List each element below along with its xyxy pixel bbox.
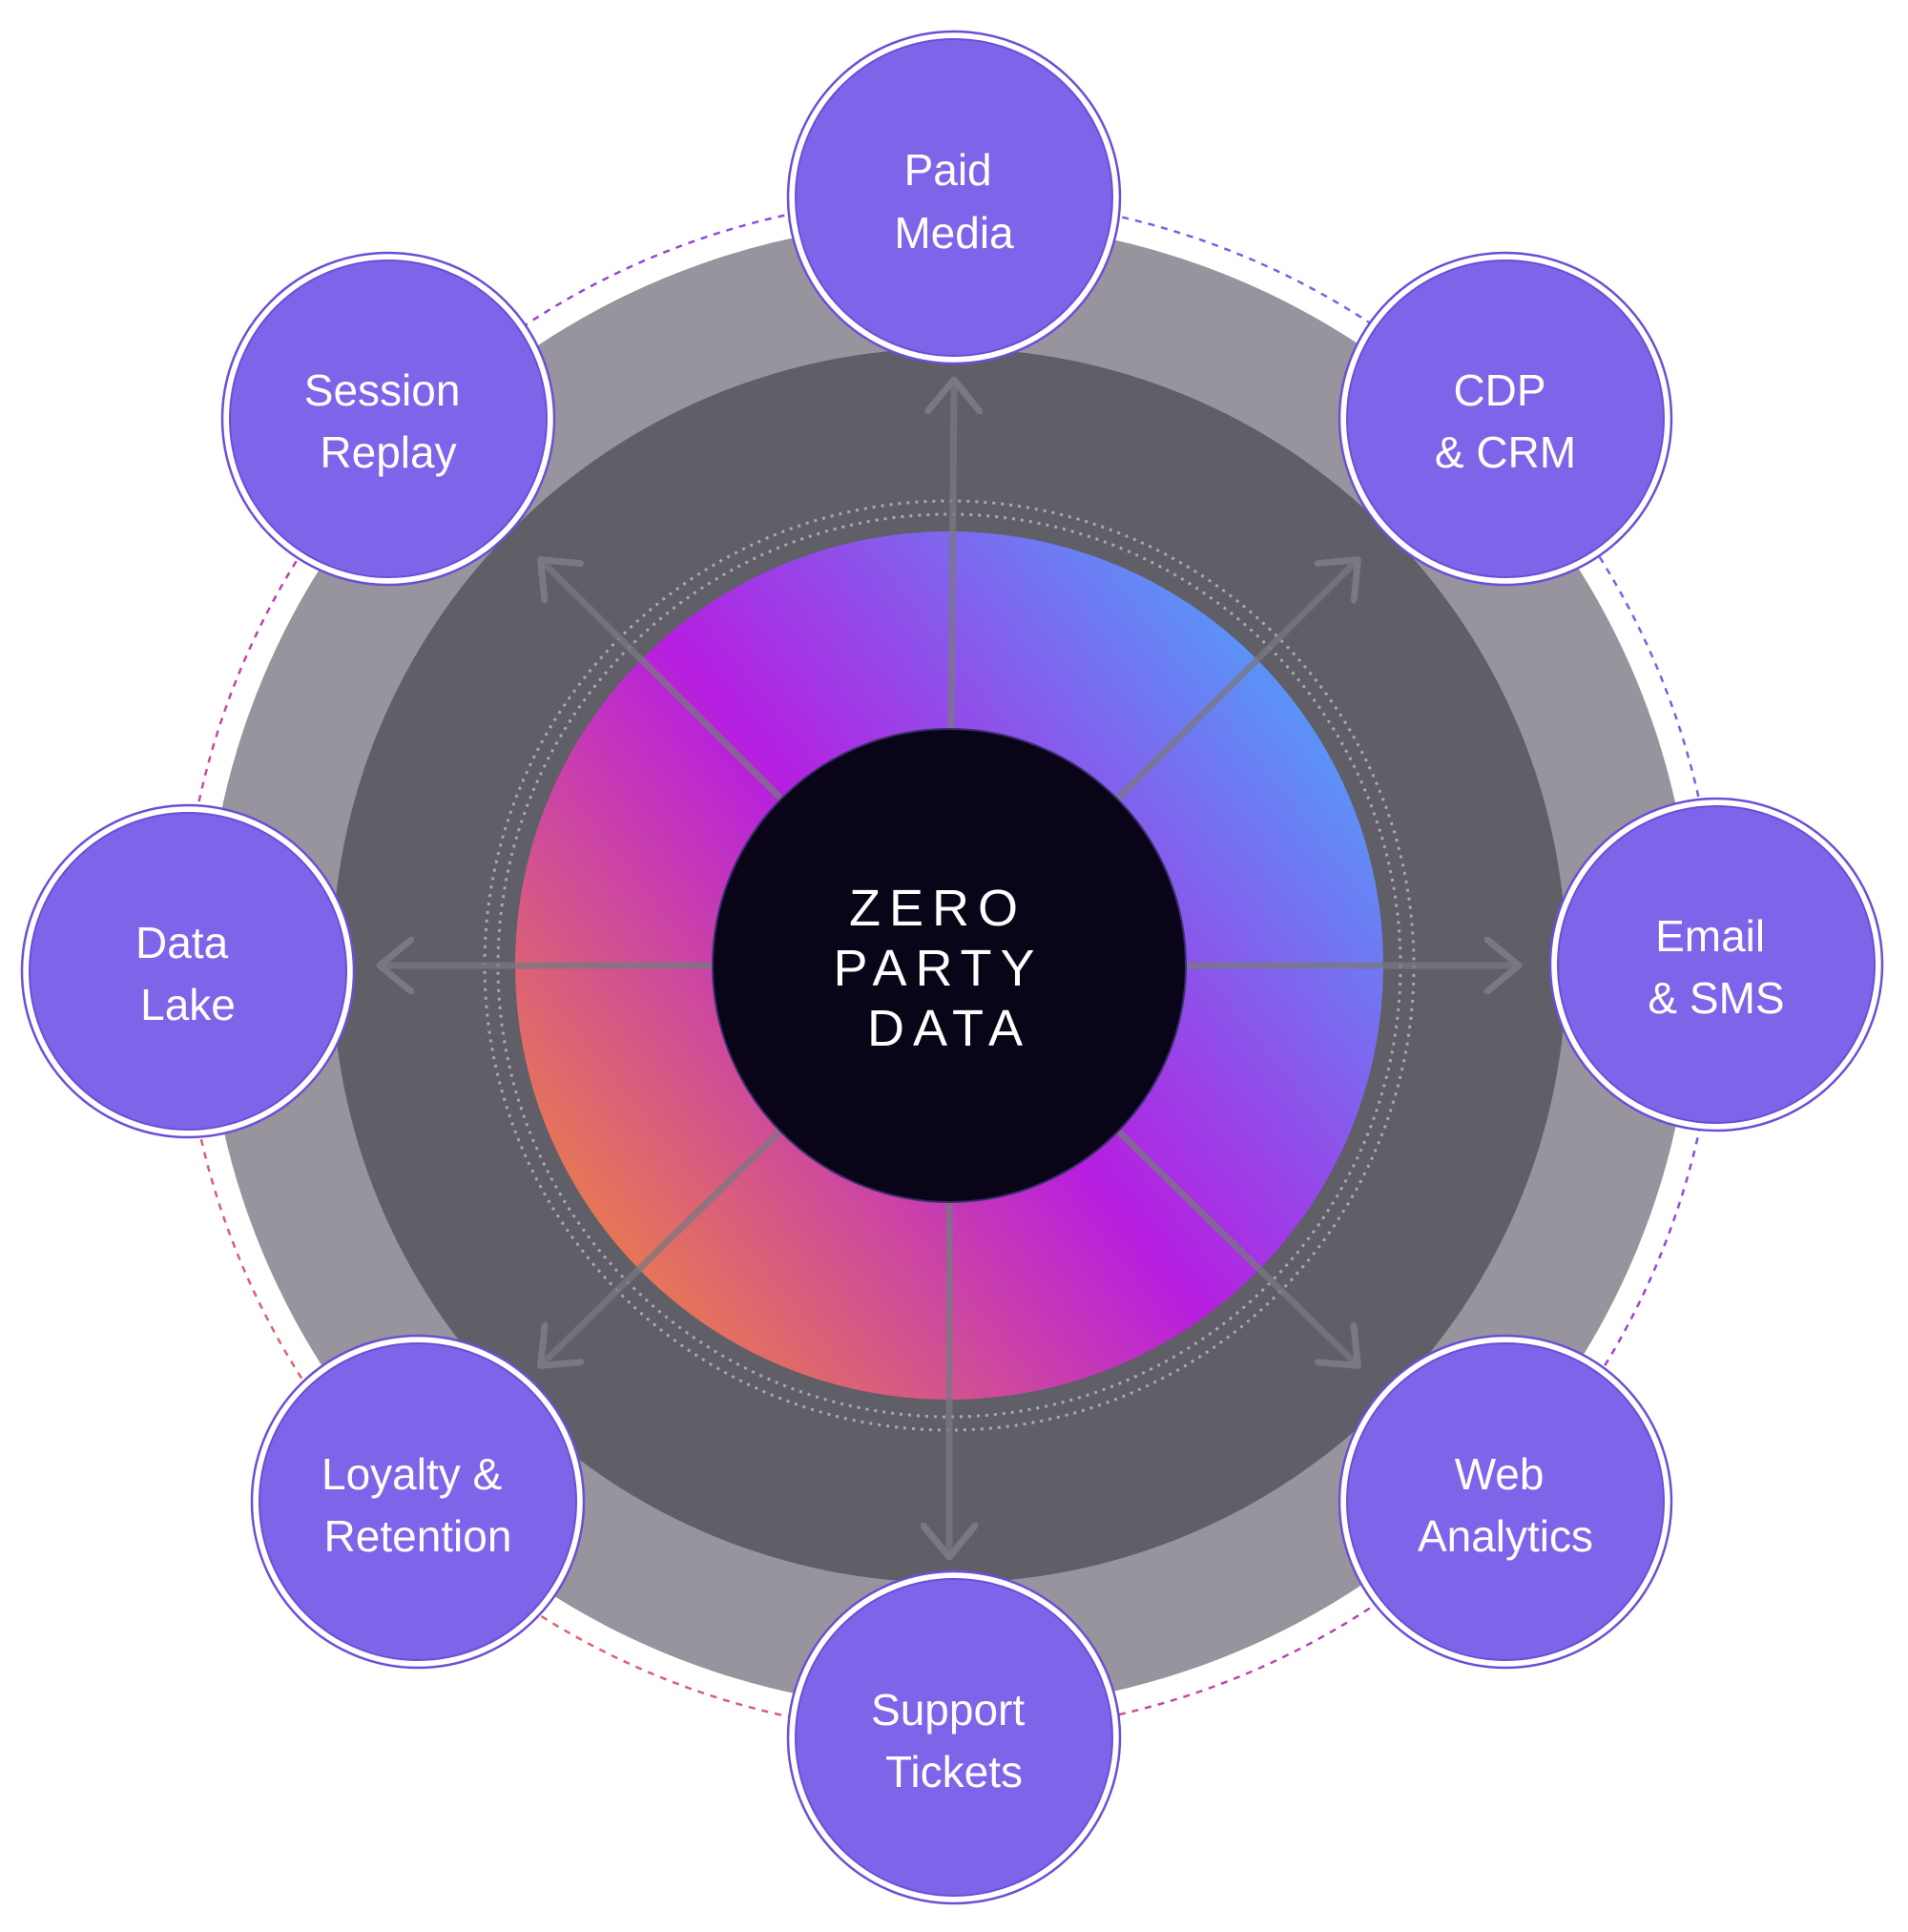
node-session-replay[interactable]: Session Replay (220, 251, 556, 587)
node-session-replay-label: Session Replay (304, 365, 472, 477)
node-loyalty-retention-line-2: Retention (324, 1511, 512, 1561)
center-circle (712, 728, 1187, 1203)
node-email-sms-line-1: Email (1655, 911, 1765, 961)
node-loyalty-retention-label: Loyalty & Retention (321, 1449, 514, 1561)
center-label-line-1: ZERO (849, 880, 1027, 937)
node-session-replay-circle (229, 260, 548, 578)
node-paid-media-circle (795, 38, 1113, 357)
node-loyalty-retention[interactable]: Loyalty & Retention (250, 1334, 586, 1670)
center-label-line-2: PARTY (833, 940, 1042, 997)
node-cdp-crm-label: CDP & CRM (1435, 365, 1576, 477)
node-cdp-crm-circle (1346, 260, 1665, 578)
node-email-sms-label: Email & SMS (1648, 911, 1784, 1023)
node-web-analytics-line-2: Analytics (1418, 1511, 1593, 1561)
center-label-line-3: DATA (867, 1000, 1031, 1057)
node-support-tickets[interactable]: Support Tickets (786, 1569, 1122, 1905)
node-session-replay-line-2: Replay (320, 427, 456, 477)
node-paid-media[interactable]: Paid Media (786, 30, 1122, 365)
node-data-lake-line-2: Lake (140, 980, 236, 1029)
node-support-tickets-line-2: Tickets (885, 1747, 1023, 1797)
node-data-lake-label: Data Lake (135, 918, 240, 1029)
node-email-sms-line-2: & SMS (1648, 973, 1784, 1023)
node-data-lake-line-1: Data (135, 918, 229, 967)
node-session-replay-line-1: Session (304, 365, 461, 415)
node-paid-media-line-1: Paid (904, 145, 992, 195)
node-cdp-crm[interactable]: CDP & CRM (1338, 251, 1673, 587)
node-web-analytics[interactable]: Web Analytics (1338, 1334, 1673, 1670)
node-email-sms[interactable]: Email & SMS (1548, 797, 1884, 1132)
center-label: ZERO PARTY DATA (833, 880, 1065, 1057)
node-support-tickets-circle (795, 1578, 1113, 1897)
node-web-analytics-circle (1346, 1342, 1665, 1661)
node-email-sms-circle (1557, 805, 1876, 1124)
node-support-tickets-line-1: Support (871, 1685, 1025, 1735)
node-support-tickets-label: Support Tickets (871, 1685, 1037, 1797)
node-loyalty-retention-circle (259, 1342, 577, 1661)
node-web-analytics-line-1: Web (1455, 1449, 1545, 1499)
node-cdp-crm-line-2: & CRM (1435, 427, 1576, 477)
node-cdp-crm-line-1: CDP (1453, 365, 1545, 415)
node-loyalty-retention-line-1: Loyalty & (321, 1449, 502, 1499)
node-paid-media-label: Paid Media (894, 145, 1014, 258)
node-data-lake[interactable]: Data Lake (20, 803, 356, 1139)
node-data-lake-circle (29, 812, 347, 1131)
node-web-analytics-label: Web Analytics (1418, 1449, 1593, 1561)
node-paid-media-line-2: Media (894, 208, 1014, 258)
